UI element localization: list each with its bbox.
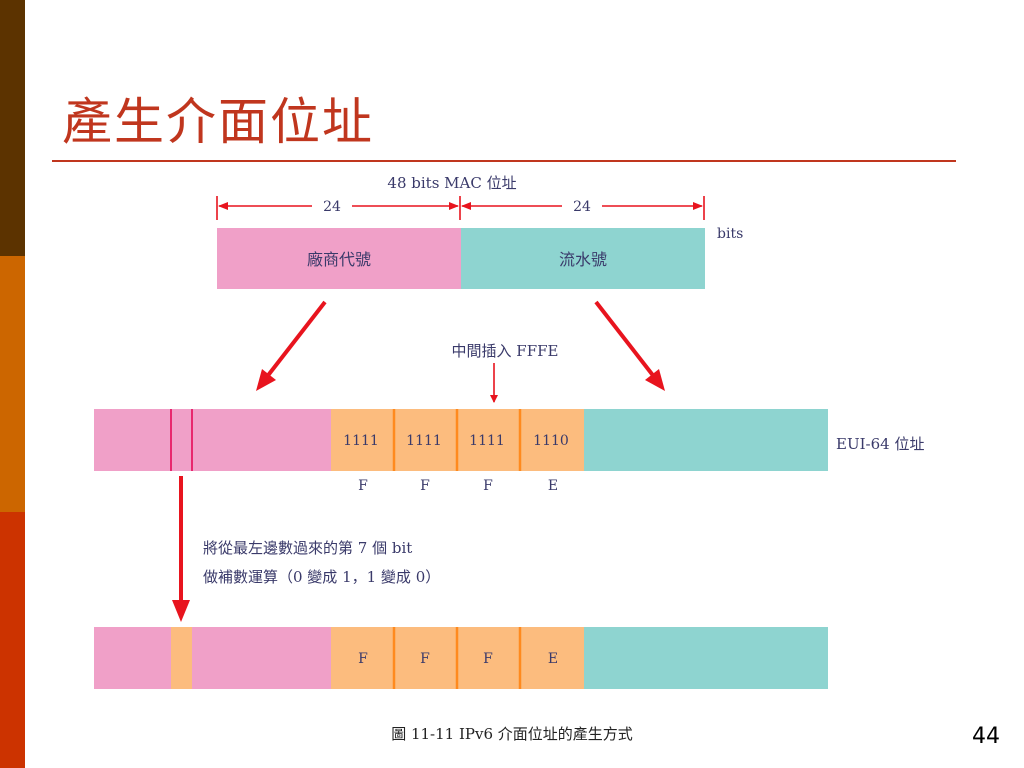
eui64-fffe-dividers [392, 409, 522, 471]
hex-letter: F [420, 478, 430, 494]
figure-caption: 圖 11-11 IPv6 介面位址的產生方式 [391, 725, 633, 743]
mac-header-label: 48 bits MAC 位址 [387, 174, 516, 192]
binary-cell: 1111 [343, 433, 379, 449]
complement-note-line1: 將從最左邊數過來的第 7 個 bit [203, 539, 412, 557]
insert-fffe-label: 中間插入 FFFE [452, 342, 559, 360]
eui64-vendor-block [94, 409, 331, 471]
title-underline [52, 160, 956, 162]
eui64-address-label: EUI-64 位址 [836, 435, 924, 453]
split-arrows [256, 300, 665, 391]
hex-letter: F [483, 478, 493, 494]
final-hex-cell: F [358, 651, 368, 667]
vendor-code-label: 廠商代號 [307, 250, 371, 269]
binary-cell: 1110 [533, 433, 569, 449]
serial-number-block [461, 228, 705, 289]
page-number: 44 [972, 724, 1000, 749]
final-fffe-dividers [392, 627, 522, 689]
left-bits-count: 24 [323, 199, 341, 215]
bit-dimension-lines [216, 196, 705, 220]
complement-note-line2: 做補數運算（0 變成 1，1 變成 0） [203, 568, 440, 586]
sidebar-band-middle [0, 256, 25, 512]
eui64-serial-block [584, 409, 828, 471]
bits-unit-label: bits [717, 226, 743, 242]
binary-cell: 1111 [406, 433, 442, 449]
sidebar-band-bottom [0, 512, 25, 768]
final-flipped-bit [171, 627, 192, 689]
eui64-bit-markers [170, 409, 193, 471]
hex-letter: E [548, 478, 558, 494]
slide-title: 產生介面位址 [62, 93, 374, 151]
final-hex-cell: E [548, 651, 558, 667]
final-hex-cell: F [483, 651, 493, 667]
final-hex-cell: F [420, 651, 430, 667]
complement-arrow [172, 476, 190, 622]
vendor-code-block [217, 228, 461, 289]
final-vendor-block [94, 627, 331, 689]
serial-number-label: 流水號 [559, 250, 607, 269]
hex-letter: F [358, 478, 368, 494]
right-bits-count: 24 [573, 199, 591, 215]
final-serial-block [584, 627, 828, 689]
sidebar-band-top [0, 0, 25, 256]
binary-cell: 1111 [469, 433, 505, 449]
